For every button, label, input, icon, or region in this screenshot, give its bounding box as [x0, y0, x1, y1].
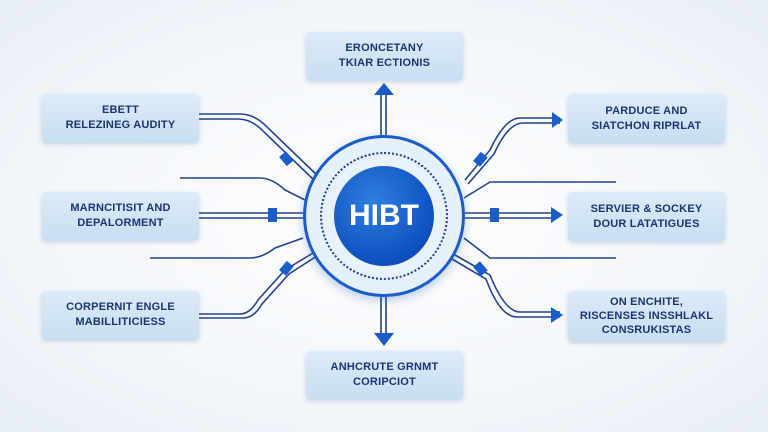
node-right-bottom: ON ENCHITE, RISCENSES INSSHLAKL CONSRUKI… — [568, 291, 725, 341]
node-text: ERONCETANY — [345, 42, 424, 54]
node-right-top: PARDUCE AND SIATCHON RIPRLAT — [568, 94, 725, 143]
hub-center: HIBT — [334, 166, 434, 266]
arrow-up-icon — [374, 83, 394, 95]
node-bottom: ANHCRUTE GRNMT CORIPCIOT — [306, 351, 463, 399]
node-top: ERONCETANY TKIAR ECTIONIS — [306, 32, 463, 80]
node-text: RELEZINEG AUDITY — [65, 119, 176, 131]
node-text: DOUR LATATIGUES — [593, 217, 700, 230]
node-left-middle: MARNCITISIT AND DEPALORMENT — [42, 192, 199, 240]
node-left-top: EBETT RELEZINEG AUDITY — [42, 94, 199, 142]
node-text: CORIPCIOT — [353, 376, 416, 388]
hub-dotted-ring — [320, 152, 448, 280]
node-text: DEPALORMENT — [77, 217, 164, 229]
hub-label: HIBT — [349, 199, 419, 232]
node-text: RISCENSES INSSHLAKL — [579, 310, 714, 322]
node-text: EBETT — [101, 104, 140, 116]
node-left-bottom: CORPERNIT ENGLE MABILLITICIESS — [42, 291, 199, 339]
arrow-down-icon — [374, 333, 394, 346]
node-text: ANHCRUTE GRNMT — [330, 361, 439, 373]
node-text: MABILLITICIESS — [75, 316, 166, 328]
node-right-middle: SERVIER & SOCKEY DOUR LATATIGUES — [568, 192, 725, 241]
node-text: CONSRUKISTAS — [601, 324, 692, 336]
node-text: PARDUCE AND — [605, 104, 688, 117]
arrowheads — [268, 83, 563, 346]
node-text: TKIAR ECTIONIS — [338, 57, 431, 69]
node-text: SERVIER & SOCKEY — [590, 202, 703, 215]
node-text: CORPERNIT ENGLE — [66, 301, 175, 313]
node-text: SIATCHON RIPRLAT — [591, 119, 702, 132]
node-text: MARNCITISIT AND — [70, 202, 171, 214]
node-text: ON ENCHITE, — [609, 296, 684, 308]
